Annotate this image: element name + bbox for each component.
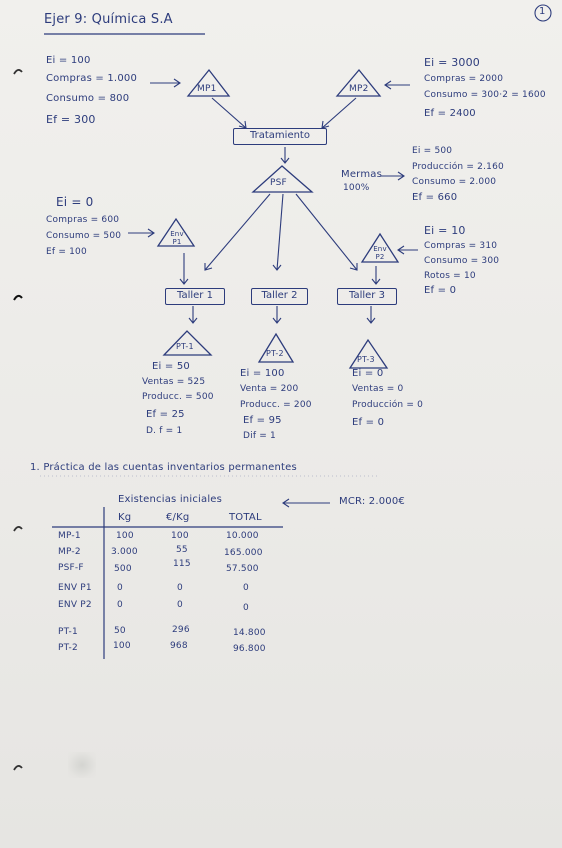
psf-consumo: Consumo = 2.000 bbox=[412, 177, 497, 187]
env2-compras: Compras = 310 bbox=[424, 241, 498, 251]
env2-consumo: Consumo = 300 bbox=[424, 256, 500, 266]
table-cell-total: 0 bbox=[243, 583, 249, 593]
mp2-label: MP2 bbox=[349, 84, 369, 94]
paper-smudge bbox=[68, 752, 96, 778]
mp1-consumo: Consumo = 800 bbox=[46, 93, 130, 104]
mp1-label: MP1 bbox=[197, 84, 217, 94]
pt3-ef: Ef = 0 bbox=[352, 417, 385, 428]
table-cell-kg: 100 bbox=[113, 641, 131, 651]
env2-ef: Ef = 0 bbox=[424, 285, 457, 296]
mp2-ef: Ef = 2400 bbox=[424, 108, 476, 119]
section-heading: 1. Práctica de las cuentas inventarios p… bbox=[30, 462, 297, 473]
psf-ei: Ei = 500 bbox=[412, 146, 453, 156]
table-cell-total: 10.000 bbox=[226, 531, 259, 541]
table-cell-kg: 0 bbox=[117, 583, 123, 593]
mp2-compras: Compras = 2000 bbox=[424, 74, 504, 84]
pt3-ventas: Ventas = 0 bbox=[352, 384, 404, 394]
table-cell-total: 0 bbox=[243, 603, 249, 613]
pt3-label: PT-3 bbox=[357, 355, 375, 364]
env1-ef: Ef = 100 bbox=[46, 247, 87, 257]
mcr-value: MCR: 2.000€ bbox=[339, 496, 405, 507]
env1-label: Env P1 bbox=[170, 230, 184, 246]
env2-rotos: Rotos = 10 bbox=[424, 271, 476, 281]
table-cell-price: 296 bbox=[172, 625, 190, 635]
mp1-ei: Ei = 100 bbox=[46, 55, 91, 66]
table-cell-price: 115 bbox=[173, 559, 191, 569]
tratamiento-box: Tratamiento bbox=[233, 128, 327, 145]
psf-label: PSF bbox=[270, 178, 287, 188]
pt1-ef: Ef = 25 bbox=[146, 409, 185, 420]
table-row-name: PSF-F bbox=[58, 563, 84, 573]
table-cell-kg: 100 bbox=[116, 531, 134, 541]
mp2-consumo: Consumo = 300·2 = 1600 bbox=[424, 90, 546, 100]
binder-hole bbox=[13, 69, 23, 75]
table-cell-total: 96.800 bbox=[233, 644, 266, 654]
psf-ef: Ef = 660 bbox=[412, 192, 458, 203]
binder-hole bbox=[13, 294, 23, 301]
table-title: Existencias iniciales bbox=[118, 494, 223, 505]
env2-label: Env P2 bbox=[373, 245, 387, 261]
env1-compras: Compras = 600 bbox=[46, 215, 120, 225]
mp1-ef: Ef = 300 bbox=[46, 113, 96, 126]
table-cell-total: 14.800 bbox=[233, 628, 266, 638]
page-title: Ejer 9: Química S.A bbox=[44, 12, 173, 27]
page-number: 1 bbox=[539, 6, 546, 17]
pt2-produccion: Producc. = 200 bbox=[240, 400, 312, 410]
table-cell-price: 55 bbox=[176, 545, 188, 555]
table-row-name: MP-1 bbox=[58, 531, 81, 541]
pt3-produccion: Producción = 0 bbox=[352, 400, 424, 410]
pt1-ventas: Ventas = 525 bbox=[142, 377, 206, 387]
psf-produccion: Producción = 2.160 bbox=[412, 162, 504, 172]
col-header-kg: Kg bbox=[118, 512, 132, 523]
pt2-ef: Ef = 95 bbox=[243, 415, 282, 426]
pt2-ventas: Venta = 200 bbox=[240, 384, 299, 394]
env1-ei: Ei = 0 bbox=[56, 195, 94, 209]
pt1-produccion: Producc. = 500 bbox=[142, 392, 214, 402]
table-cell-kg: 500 bbox=[114, 564, 132, 574]
table-cell-kg: 0 bbox=[117, 600, 123, 610]
table-cell-price: 968 bbox=[170, 641, 188, 651]
table-cell-price: 100 bbox=[171, 531, 189, 541]
table-row-name: MP-2 bbox=[58, 547, 81, 557]
table-cell-total: 165.000 bbox=[224, 548, 263, 558]
col-header-price: €/Kg bbox=[166, 512, 190, 523]
pt2-dif: Dif = 1 bbox=[243, 431, 276, 441]
pt3-ei: Ei = 0 bbox=[352, 368, 384, 379]
env2-ei: Ei = 10 bbox=[424, 224, 466, 237]
pt2-ei: Ei = 100 bbox=[240, 368, 285, 379]
table-row-name: ENV P1 bbox=[58, 583, 92, 593]
table-cell-price: 0 bbox=[177, 600, 183, 610]
pt2-label: PT-2 bbox=[266, 349, 284, 358]
mp2-ei: Ei = 3000 bbox=[424, 56, 481, 69]
table-cell-total: 57.500 bbox=[226, 564, 259, 574]
taller-1-box: Taller 1 bbox=[165, 288, 225, 305]
pt1-dif: D. f = 1 bbox=[146, 426, 183, 436]
table-row-name: PT-2 bbox=[58, 643, 78, 653]
env1-consumo: Consumo = 500 bbox=[46, 231, 122, 241]
col-header-total: TOTAL bbox=[229, 512, 262, 523]
table-cell-price: 0 bbox=[177, 583, 183, 593]
table-cell-kg: 50 bbox=[114, 626, 126, 636]
psf-mermas: Mermas bbox=[341, 169, 382, 180]
taller-2-box: Taller 2 bbox=[251, 288, 308, 305]
binder-hole bbox=[13, 765, 23, 771]
taller-3-box: Taller 3 bbox=[337, 288, 397, 305]
pt1-ei: Ei = 50 bbox=[152, 361, 190, 372]
mp1-compras: Compras = 1.000 bbox=[46, 73, 138, 84]
table-cell-kg: 3.000 bbox=[111, 547, 138, 557]
binder-hole bbox=[13, 526, 23, 532]
psf-mermas-pct: 100% bbox=[343, 183, 370, 193]
table-row-name: ENV P2 bbox=[58, 600, 92, 610]
table-row-name: PT-1 bbox=[58, 627, 78, 637]
pt1-label: PT-1 bbox=[176, 342, 194, 351]
